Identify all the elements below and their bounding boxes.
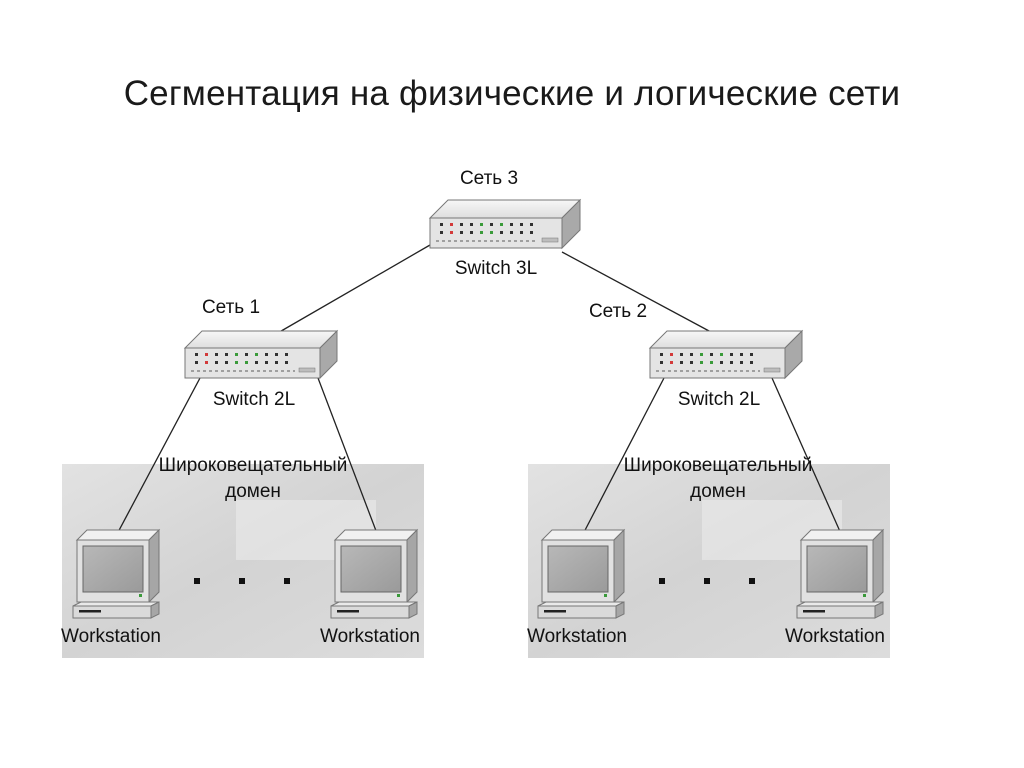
base-top (537, 601, 625, 607)
workstation-2-1-label: Workstation (527, 626, 627, 647)
monitor-power-led (604, 594, 607, 597)
switch-uplink-port (763, 367, 781, 373)
base-side (874, 601, 884, 619)
monitor-side (872, 528, 884, 604)
base-side (615, 601, 625, 619)
monitor-top (333, 529, 419, 541)
segment-1-domain-label-line2: домен (225, 481, 281, 502)
monitor-power-led (397, 594, 400, 597)
drive-slot (79, 610, 101, 613)
link-seg1-ws2 (317, 377, 379, 537)
segment-2-domain-label-line1: Широковещательный (624, 455, 813, 476)
monitor-screen (806, 545, 868, 593)
workstation-1-1-label: Workstation (61, 626, 161, 647)
base-side (408, 601, 418, 619)
workstation-2-2 (796, 528, 885, 619)
monitor-power-led (139, 594, 142, 597)
segment-2-switch (648, 329, 804, 380)
switch-leds (440, 223, 533, 234)
workstation-1-2-label: Workstation (320, 626, 420, 647)
segment-1-switch-label: Switch 2L (213, 389, 295, 410)
base-top (796, 601, 884, 607)
segment-2-domain-label-line2: домен (690, 481, 746, 502)
monitor-top (75, 529, 161, 541)
core-switch-label: Switch 3L (455, 258, 537, 279)
switch-leds (195, 353, 288, 364)
monitor-side (406, 528, 418, 604)
link-seg2-ws1 (581, 377, 665, 537)
page-title: Сегментация на физические и логические с… (123, 74, 901, 113)
workstation-2-1 (537, 528, 626, 619)
base-side (150, 601, 160, 619)
monitor-top (799, 529, 885, 541)
segment-2-switch-label: Switch 2L (678, 389, 760, 410)
switch-front (429, 217, 563, 249)
monitor-power-led (863, 594, 866, 597)
drive-slot (544, 610, 566, 613)
segment-1-switch (183, 329, 339, 380)
link-seg1-ws1 (115, 377, 201, 537)
segment-1-network-label: Сеть 1 (202, 297, 260, 318)
drive-slot (803, 610, 825, 613)
link-core-seg2 (561, 251, 725, 340)
switch-uplink-port (541, 237, 559, 243)
link-core-seg1 (275, 244, 431, 335)
links (115, 244, 843, 537)
switch-leds (660, 353, 753, 364)
switch-top (428, 199, 582, 219)
segment-1-domain-label-line1: Широковещательный (159, 455, 348, 476)
core-switch (428, 198, 582, 250)
switch-uplink-port (298, 367, 316, 373)
link-seg2-ws2 (771, 377, 843, 537)
drive-slot (337, 610, 359, 613)
monitor-side (613, 528, 625, 604)
base-top (72, 601, 160, 607)
monitor-side (148, 528, 160, 604)
monitor-screen (82, 545, 144, 593)
switch-top (648, 330, 804, 349)
switch-top (183, 330, 339, 349)
monitor-screen (340, 545, 402, 593)
workstation-1-1 (72, 528, 161, 619)
base-top (330, 601, 418, 607)
ellipsis-dots-2 (659, 578, 755, 584)
core-network-label: Сеть 3 (460, 168, 518, 189)
monitor-screen (547, 545, 609, 593)
ellipsis-dots-1 (194, 578, 290, 584)
monitor-top (540, 529, 626, 541)
segment-2-network-label: Сеть 2 (589, 301, 647, 322)
workstation-2-2-label: Workstation (785, 626, 885, 647)
workstation-1-2 (330, 528, 419, 619)
